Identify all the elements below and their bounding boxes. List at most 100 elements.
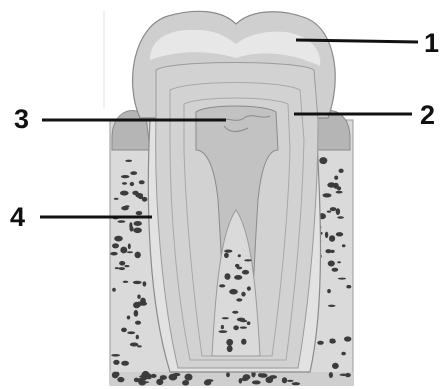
- bone-pore: [337, 216, 344, 219]
- bone-pore: [330, 207, 337, 211]
- bone-pore: [241, 292, 245, 297]
- bone-pore: [130, 343, 139, 347]
- bone-pore: [287, 380, 294, 382]
- bone-pore: [252, 380, 261, 384]
- bone-pore: [110, 252, 117, 256]
- bone-pore: [330, 339, 336, 341]
- bone-pore: [120, 247, 127, 254]
- callout-1-number: 1: [424, 28, 439, 58]
- bone-pore: [128, 243, 131, 249]
- bone-pore: [137, 345, 142, 347]
- bone-pore: [339, 169, 344, 173]
- bone-pore: [134, 221, 142, 226]
- bone-pore: [112, 243, 119, 248]
- bone-pore: [330, 250, 335, 253]
- bone-pore: [129, 222, 132, 229]
- bone-pore: [237, 318, 245, 322]
- bone-pore: [127, 331, 135, 334]
- bone-pore: [135, 321, 141, 325]
- bone-pore: [138, 378, 145, 382]
- bone-pore: [337, 261, 341, 263]
- bone-pore: [119, 267, 125, 270]
- bone-pore: [136, 211, 143, 215]
- bone-pore: [329, 235, 335, 242]
- bone-pore: [225, 273, 231, 280]
- bone-pore: [205, 379, 213, 382]
- bone-pore: [341, 352, 345, 356]
- bone-pore: [242, 270, 249, 275]
- bone-pore: [112, 288, 116, 292]
- bone-pore: [133, 228, 142, 234]
- bone-pore: [229, 289, 238, 295]
- bone-pore: [244, 259, 252, 261]
- callout-2-number: 2: [420, 100, 435, 130]
- bone-pore: [292, 382, 300, 385]
- bone-pore: [118, 220, 126, 223]
- bone-pore: [112, 372, 119, 379]
- bone-pore: [240, 326, 247, 328]
- bone-pore: [224, 253, 229, 258]
- bone-pore: [122, 182, 127, 185]
- bone-pore: [340, 374, 348, 376]
- bone-pore: [143, 281, 147, 286]
- bone-pore: [344, 336, 351, 341]
- bone-pore: [130, 171, 137, 175]
- bone-pore: [232, 311, 238, 314]
- bone-pore: [317, 341, 324, 345]
- bone-pore: [266, 377, 274, 384]
- bone-pore: [117, 377, 124, 382]
- bone-pore: [235, 264, 239, 268]
- bone-pore: [241, 339, 246, 345]
- bone-pore: [127, 316, 130, 320]
- bone-pore: [123, 281, 129, 283]
- bone-pore: [336, 232, 343, 236]
- bone-pore: [173, 373, 181, 376]
- bone-pore: [151, 374, 157, 378]
- bone-pore: [224, 250, 232, 253]
- bone-pore: [333, 183, 338, 189]
- bone-pore: [222, 317, 229, 319]
- bone-pore: [342, 244, 346, 247]
- bone-pore: [121, 206, 128, 210]
- bone-pore: [236, 298, 242, 301]
- bone-pore: [247, 286, 251, 290]
- bone-pore: [121, 328, 127, 333]
- bone-pore: [147, 374, 152, 378]
- bone-pore: [233, 325, 239, 330]
- bone-pore: [156, 379, 163, 385]
- bone-pore: [119, 261, 125, 266]
- bone-pore: [121, 175, 130, 178]
- bone-pore: [124, 265, 129, 267]
- callout-3-number: 3: [14, 104, 29, 134]
- bone-pore: [135, 193, 143, 198]
- bone-pore: [327, 289, 331, 293]
- bone-pore: [130, 182, 134, 186]
- bone-pore: [219, 330, 228, 333]
- bone-pore: [241, 377, 249, 381]
- bone-pore: [219, 284, 225, 287]
- bone-pore: [319, 157, 327, 164]
- bone-pore: [133, 281, 142, 284]
- bone-pore: [346, 285, 351, 289]
- bone-pore: [226, 372, 230, 377]
- bone-pore: [134, 310, 139, 317]
- bone-pore: [111, 354, 120, 357]
- bone-pore: [247, 321, 251, 325]
- bone-pore: [121, 361, 129, 366]
- bone-pore: [114, 236, 123, 242]
- bone-pore: [332, 363, 339, 369]
- bone-pore: [282, 377, 287, 383]
- callout-1-leader: [296, 40, 418, 42]
- bone-pore: [113, 360, 119, 365]
- bone-pore: [120, 191, 129, 196]
- bone-pore: [114, 198, 119, 200]
- bone-pore: [185, 374, 193, 381]
- bone-pore: [127, 251, 133, 253]
- callout-4-number: 4: [10, 202, 25, 232]
- bone-pore: [334, 176, 338, 180]
- bone-pore: [338, 278, 346, 280]
- bone-pore: [327, 211, 331, 213]
- bone-pore: [325, 232, 328, 238]
- bone-pore: [227, 345, 233, 352]
